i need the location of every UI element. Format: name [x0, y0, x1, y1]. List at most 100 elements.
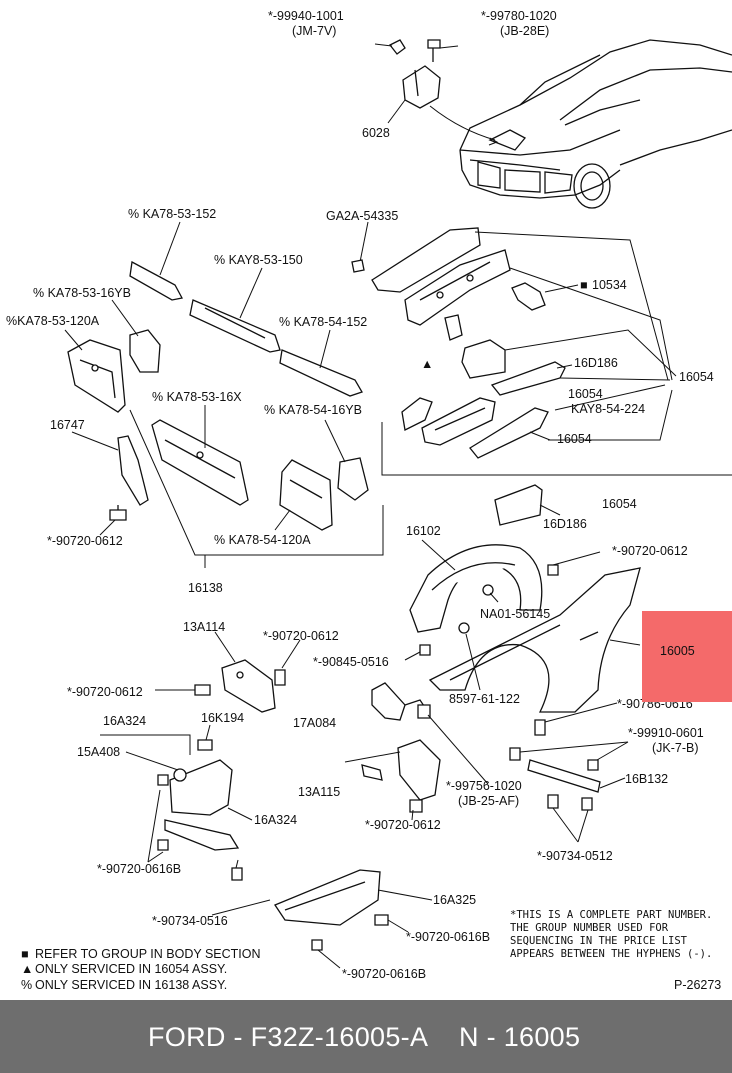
highlight-part-label: 16005: [660, 644, 695, 658]
bracket-ka78-53-16yb: [129, 329, 161, 373]
label-ga2a-54335: GA2A-54335: [326, 209, 398, 223]
label-90734-0516: *-90734-0516: [152, 914, 228, 928]
clip-ga2a: [351, 259, 365, 273]
label-16d186-b: 16D186: [543, 517, 587, 531]
clip-8597-61-122: [458, 622, 470, 634]
label-90720-0616b-a: *-90720-0616B: [97, 862, 181, 876]
label-90720-0616b-c: *-90720-0616B: [342, 967, 426, 981]
label-ka78-53-152: % KA78-53-152: [128, 207, 216, 221]
parts-diagram: *-99940-1001 (JM-7V) *-99780-1020 (JB-28…: [6, 9, 732, 992]
note-line-1: *THIS IS A COMPLETE PART NUMBER.: [510, 909, 712, 921]
nut-90845-0516: [419, 644, 431, 656]
label-16a324-top: 16A324: [103, 714, 146, 728]
legend-percent-icon: %: [21, 978, 32, 992]
reinforcement-16d186: [490, 361, 566, 396]
member-kay8-54-224: [421, 397, 496, 446]
fender-liner-16102: [409, 544, 543, 633]
label-16a325: 16A325: [433, 893, 476, 907]
label-99756-1020: *-99756-1020: [446, 779, 522, 793]
label-90720-0612-c: *-90720-0612: [263, 629, 339, 643]
bolt-90720-0616b-a: [157, 774, 169, 851]
label-16054-right: 16054: [679, 370, 714, 384]
label-10534-symbol: ■: [580, 278, 588, 292]
label-90720-0612-e: *-90720-0612: [365, 818, 441, 832]
label-na01-56145: NA01-56145: [480, 607, 550, 621]
bolt-90720-0612-left: [109, 505, 127, 521]
bracket-16054-b: [401, 397, 433, 431]
bracket-16a325: [274, 869, 381, 926]
label-ka78-53-120a: %KA78-53-120A: [6, 314, 100, 328]
label-16a324-lower: 16A324: [254, 813, 297, 827]
label-kay8-53-150: % KAY8-53-150: [214, 253, 303, 267]
bolt-90720-0616b-b: [311, 914, 389, 951]
bolt-90720-0612-fender: [547, 564, 559, 576]
bolt-90720-0612-d: [194, 684, 211, 696]
legend-text-3: ONLY SERVICED IN 16138 ASSY.: [35, 978, 227, 992]
bracket-16747: [117, 435, 149, 506]
label-99756-code: (JB-25-AF): [458, 794, 519, 808]
label-10534: 10534: [592, 278, 627, 292]
member-16054-c: [469, 407, 549, 459]
apron-upper: [371, 227, 511, 326]
footer-part-name: N - 16005: [459, 1022, 581, 1052]
label-16102: 16102: [406, 524, 441, 538]
label-15a408: 15A408: [77, 745, 120, 759]
car-illustration: [459, 39, 732, 209]
brace-16b132: [509, 747, 601, 793]
label-16747: 16747: [50, 418, 85, 432]
label-17a084: 17A084: [293, 716, 336, 730]
bracket-ka78-54-16yb: [337, 457, 369, 501]
bolt-90720-0612-c: [274, 669, 286, 686]
note-line-2: THE GROUP NUMBER USED FOR: [510, 922, 669, 934]
label-99940-code: (JM-7V): [292, 24, 336, 38]
fender-16005: [428, 567, 641, 713]
reinforcement-16d186-b: [494, 484, 543, 526]
note-line-4: APPEARS BETWEEN THE HYPHENS (-).: [510, 948, 712, 960]
part-10534: [511, 282, 546, 311]
label-8597-61-122: 8597-61-122: [449, 692, 520, 706]
bracket-6028: [389, 39, 441, 109]
bolt-90786-0616: [534, 719, 546, 736]
label-99910-code: (JK-7-B): [652, 741, 699, 755]
label-90720-0612-a: *-90720-0612: [47, 534, 123, 548]
bolt-90734-0512: [547, 794, 593, 811]
label-16b132: 16B132: [625, 772, 668, 786]
triangle-marker-icon: ▲: [421, 357, 433, 371]
panel-ka78-53-120a: [67, 339, 126, 413]
legend-text-1: REFER TO GROUP IN BODY SECTION: [35, 947, 261, 961]
footer-bar: FORD - F32Z-16005-A N - 16005: [0, 1000, 732, 1073]
label-16054-center: 16054: [568, 387, 603, 401]
label-90720-0616b-b: *-90720-0616B: [406, 930, 490, 944]
label-90720-0612-d: *-90720-0612: [67, 685, 143, 699]
label-90734-0512: *-90734-0512: [537, 849, 613, 863]
label-ka78-54-152: % KA78-54-152: [279, 315, 367, 329]
panel-ka78-54-120a: [279, 459, 333, 531]
label-99780: *-99780-1020: [481, 9, 557, 23]
note-line-3: SEQUENCING IN THE PRICE LIST: [510, 935, 688, 947]
rail-ka78-54-152: [279, 349, 363, 397]
label-ka78-53-16x: % KA78-53-16X: [152, 390, 242, 404]
highlight-part-16005[interactable]: 16005: [642, 611, 732, 702]
bracket-16a324: [164, 759, 240, 851]
legend-text-2: ONLY SERVICED IN 16054 ASSY.: [35, 962, 227, 976]
label-99940: *-99940-1001: [268, 9, 344, 23]
member-ka78-53-16x: [151, 419, 249, 506]
rail-ka78-53-152: [129, 260, 183, 301]
label-99910-0601: *-99910-0601: [628, 726, 704, 740]
label-kay8-54-224: KAY8-54-224: [571, 402, 645, 416]
label-ka78-54-120a: % KA78-54-120A: [214, 533, 311, 547]
rail-kay8-53-150: [189, 299, 281, 353]
reinforcement-16054-a: [461, 339, 506, 379]
bolt-16k194: [197, 739, 213, 751]
legend-square-icon: ■: [21, 947, 29, 961]
label-ka78-53-16yb: % KA78-53-16YB: [33, 286, 131, 300]
bracket-13a115: [361, 739, 441, 801]
bolt-na01-56145: [482, 584, 494, 596]
bolt-99756-1020: [417, 704, 431, 719]
reference-code: P-26273: [674, 978, 721, 992]
label-16k194: 16K194: [201, 711, 244, 725]
label-16054-lower: 16054: [557, 432, 592, 446]
label-90845-0516: *-90845-0516: [313, 655, 389, 669]
label-16138: 16138: [188, 581, 223, 595]
bolt-90734-0516: [231, 867, 243, 881]
